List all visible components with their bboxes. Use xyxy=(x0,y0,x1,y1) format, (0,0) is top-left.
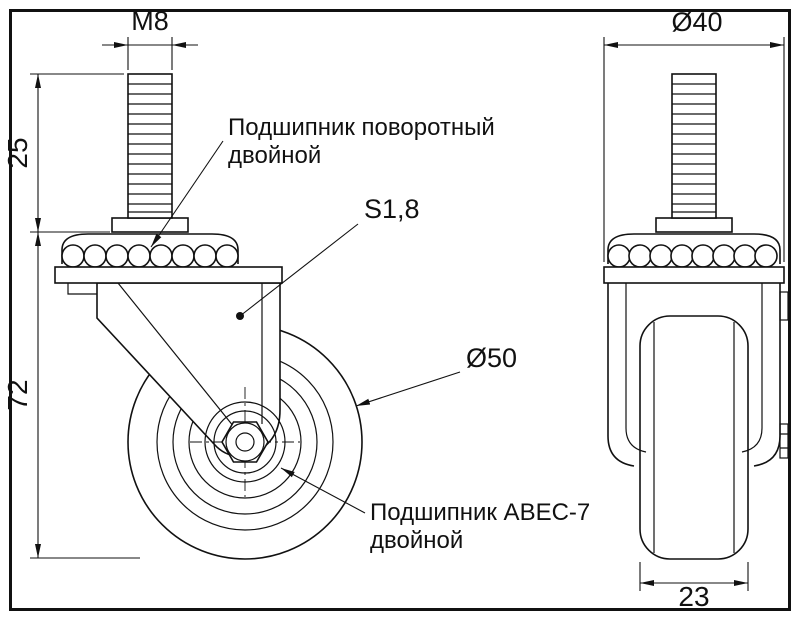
mounting-plate-side xyxy=(603,266,785,284)
wheel-diameter-leader xyxy=(355,371,461,407)
thickness-leader-dot xyxy=(236,312,244,320)
swivel-bearing-leader xyxy=(150,140,224,248)
fork-seam-side xyxy=(779,291,789,321)
dimension-25-label: 25 xyxy=(2,137,33,168)
dimension-d40-label: Ø40 xyxy=(671,7,722,37)
wheel-side xyxy=(639,315,749,560)
dimensions: M8 25 72 Ø40 23 xyxy=(2,6,785,612)
wheel-hub-front xyxy=(190,387,300,497)
swivel-bearing-front xyxy=(54,217,283,284)
threaded-stem-front xyxy=(127,73,173,219)
drawing-border xyxy=(9,9,791,611)
bearing-balls-side xyxy=(607,244,778,268)
swivel-bearing-callout-line2: двойной xyxy=(228,142,321,169)
bearing-balls-front xyxy=(61,244,239,268)
dimension-72-label: 72 xyxy=(2,379,33,410)
mounting-plate-front xyxy=(54,266,283,284)
thread-lines-side xyxy=(672,83,716,213)
axle-bolt-side xyxy=(779,423,789,459)
bearing-dome-side xyxy=(607,233,781,264)
dimension-d50-label: Ø50 xyxy=(466,343,517,373)
swivel-bearing-side xyxy=(603,217,785,284)
stem-collar-front xyxy=(111,217,189,233)
wheel-bearing-callout-line2: двойной xyxy=(370,527,463,554)
front-view xyxy=(54,73,363,560)
wheel-bearing-leader xyxy=(280,467,366,514)
thread-lines-front xyxy=(128,83,172,213)
thickness-leader xyxy=(239,223,359,317)
thickness-label: S1,8 xyxy=(364,194,420,224)
swivel-bearing-callout-line1: Подшипник поворотный xyxy=(228,114,495,141)
callouts: Подшипник поворотный двойной S1,8 Ø50 По… xyxy=(150,114,590,554)
wheel-bearing-callout-line1: Подшипник АВЕС-7 xyxy=(370,499,590,526)
dimension-m8-label: M8 xyxy=(131,6,169,36)
stem-collar-side xyxy=(655,217,733,233)
bearing-dome-front xyxy=(61,233,239,264)
threaded-stem-side xyxy=(671,73,717,219)
axle-hex-nut xyxy=(221,421,269,463)
fork-side xyxy=(607,283,789,467)
side-view xyxy=(603,73,789,560)
dimension-23-label: 23 xyxy=(678,581,709,612)
